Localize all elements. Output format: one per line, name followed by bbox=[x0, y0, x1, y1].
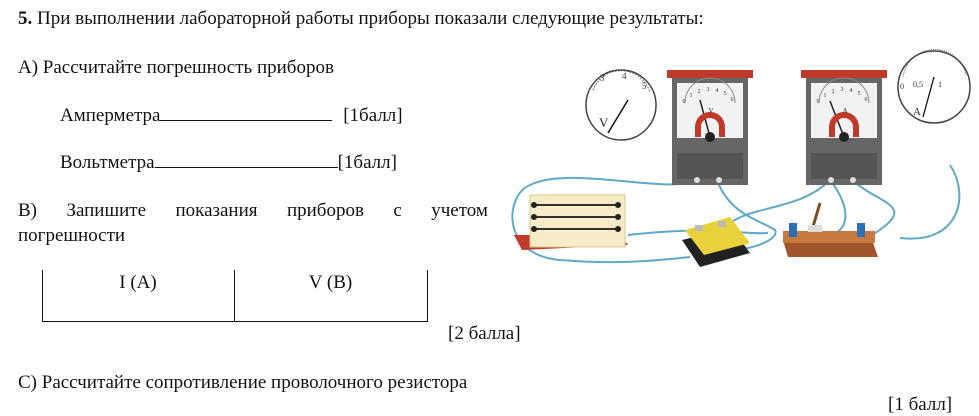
voltmeter-answer-blank[interactable] bbox=[154, 151, 338, 168]
ammeter-answer-blank[interactable] bbox=[160, 104, 333, 121]
table-bottom-border bbox=[42, 321, 428, 322]
scale-tick: 5 bbox=[724, 91, 727, 97]
voltmeter-dial-tick: 3 bbox=[600, 73, 605, 83]
battery-icon bbox=[682, 217, 750, 267]
ammeter-dial-tick: 0,5 bbox=[913, 80, 923, 89]
scale-tick: 0 bbox=[817, 99, 820, 105]
voltmeter-points: [1балл] bbox=[337, 152, 397, 173]
scale-tick: 3 bbox=[841, 87, 844, 93]
ammeter-dial-tick: 0 bbox=[900, 82, 904, 91]
question-text: При выполнении лабораторной работы прибо… bbox=[37, 8, 704, 29]
ammeter-device: A 0 1 2 3 4 5 6 bbox=[801, 70, 887, 185]
scale-tick: 5 bbox=[858, 91, 861, 97]
part-b-word: В) bbox=[18, 200, 37, 221]
table-border-right bbox=[427, 270, 428, 322]
part-b-title-line1: В) Запишите показания приборов с учетом bbox=[18, 200, 488, 222]
scale-tick: 4 bbox=[716, 88, 719, 94]
part-c-points: [1 балл] bbox=[888, 394, 953, 415]
part-b-word: приборов bbox=[286, 200, 364, 221]
question-number: 5. bbox=[18, 8, 33, 29]
switch-icon bbox=[783, 202, 878, 257]
part-c-title: С) Рассчитайте сопротивление проволочног… bbox=[18, 372, 468, 393]
readings-table: I (A) V (B) bbox=[42, 270, 428, 322]
voltmeter-error-row: Вольтметра [1балл] bbox=[60, 151, 397, 174]
scale-tick: 0 bbox=[683, 99, 686, 105]
part-b-points: [2 балла] bbox=[448, 323, 521, 344]
ammeter-dial-zoom: 0 0,5 1 A bbox=[897, 49, 971, 124]
voltmeter-device: V 0 1 2 3 4 5 6 bbox=[667, 70, 753, 185]
voltmeter-label: Вольтметра bbox=[60, 152, 155, 173]
table-border-left bbox=[42, 270, 43, 322]
ammeter-dial-tick: 1 bbox=[938, 80, 942, 89]
question-header: 5. При выполнении лабораторной работы пр… bbox=[18, 8, 704, 30]
part-b-word: с bbox=[393, 200, 402, 221]
scale-tick: 2 bbox=[698, 89, 701, 95]
ammeter-dial-unit: A bbox=[913, 106, 921, 118]
scale-tick: 4 bbox=[850, 88, 853, 94]
scale-tick: 6 bbox=[731, 97, 734, 103]
voltmeter-letter: V bbox=[708, 107, 713, 115]
ammeter-letter: A bbox=[842, 107, 847, 115]
scale-tick: 6 bbox=[865, 97, 868, 103]
voltmeter-dial-zoom: 3 4 5 V bbox=[585, 69, 657, 141]
part-a-title: А) Рассчитайте погрешность приборов bbox=[18, 57, 334, 78]
voltmeter-dial-unit: V bbox=[599, 115, 609, 130]
part-b-word: показания bbox=[175, 200, 258, 221]
table-header-voltage: V (B) bbox=[308, 272, 353, 293]
ammeter-error-row: Амперметра [1балл] bbox=[60, 104, 403, 127]
ammeter-points: [1балл] bbox=[343, 105, 403, 126]
scale-tick: 1 bbox=[824, 93, 827, 99]
part-b-word: Запишите bbox=[66, 200, 147, 221]
voltmeter-dial-tick: 5 bbox=[642, 81, 647, 91]
part-b-word: учетом bbox=[431, 200, 488, 221]
wire-resistor-board bbox=[514, 194, 628, 250]
table-header-current: I (A) bbox=[119, 272, 157, 293]
scale-tick: 2 bbox=[832, 89, 835, 95]
part-b-title-line2: погрешности bbox=[18, 225, 126, 246]
scale-tick: 1 bbox=[690, 93, 693, 99]
ammeter-label: Амперметра bbox=[60, 105, 161, 126]
voltmeter-dial-tick: 4 bbox=[622, 71, 627, 81]
circuit-illustration: V 0 1 2 3 4 5 6 A 0 1 2 3 4 5 6 bbox=[511, 49, 971, 267]
scale-tick: 3 bbox=[707, 87, 710, 93]
table-divider bbox=[234, 270, 235, 322]
